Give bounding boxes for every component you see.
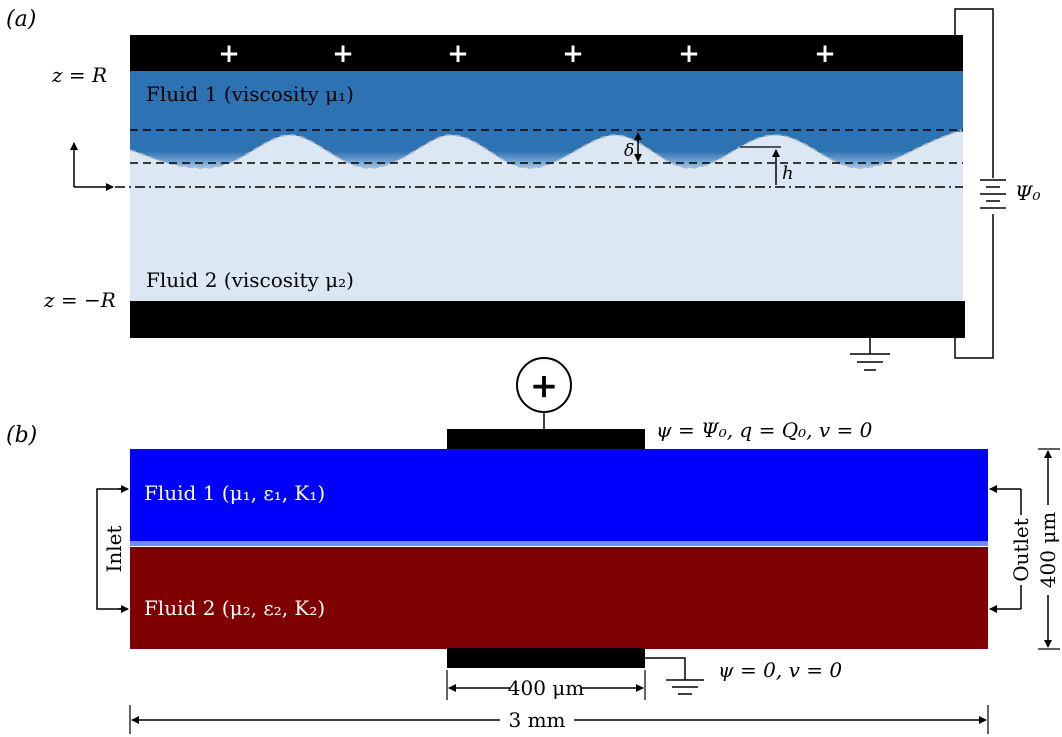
height-label-bg xyxy=(1036,505,1062,595)
plus-sign: + xyxy=(332,39,354,69)
interface-line xyxy=(129,129,964,169)
circuit-wire-bottom xyxy=(954,214,994,359)
plus-sign: + xyxy=(814,39,836,69)
top-boundary-condition: ψ = Ψ₀, q = Q₀, v = 0 xyxy=(656,418,873,442)
interface-b xyxy=(130,541,988,546)
delta-label: δ xyxy=(624,141,634,161)
source-plus-sign: + xyxy=(530,366,559,406)
circuit-a xyxy=(850,8,1006,371)
fluid1-label-b: Fluid 1 (μ₁, ε₁, K₁) xyxy=(144,481,325,505)
top-electrode-a xyxy=(130,35,963,71)
fluid2-label-b: Fluid 2 (μ₂, ε₂, K₂) xyxy=(144,596,325,620)
z-bottom-label: z = −R xyxy=(43,288,116,312)
fluid1-region-a xyxy=(130,70,963,132)
fluid2-label-a: Fluid 2 (viscosity μ₂) xyxy=(146,268,354,292)
bottom-boundary-condition: ψ = 0, v = 0 xyxy=(718,658,842,682)
panel-b-tag: (b) xyxy=(6,423,37,448)
circuit-wire-top xyxy=(954,8,994,178)
ground-b xyxy=(645,657,704,695)
z-top-label: z = R xyxy=(51,63,107,87)
plus-signs: + + + + + + xyxy=(218,39,836,69)
panel-a-tag: (a) xyxy=(6,7,36,32)
bottom-electrode-b xyxy=(447,648,645,668)
inlet-bracket xyxy=(96,488,127,610)
fluid1-label-a: Fluid 1 (viscosity μ₁) xyxy=(146,82,354,106)
outlet-label-bg xyxy=(1008,515,1034,585)
plus-sign: + xyxy=(218,39,240,69)
top-electrode-b xyxy=(447,429,645,449)
h-label: h xyxy=(782,163,794,184)
fluid2-region-b xyxy=(130,547,988,649)
plus-sign: + xyxy=(678,39,700,69)
plus-sign: + xyxy=(562,39,584,69)
bottom-electrode-a xyxy=(130,301,965,338)
interface-wave xyxy=(130,130,963,168)
inlet-label: Inlet xyxy=(102,525,126,572)
outlet-label: Outlet xyxy=(1009,518,1033,582)
fluid1-region-b xyxy=(130,449,988,545)
height-label: 400 μm xyxy=(1036,512,1060,589)
inlet-label-bg xyxy=(100,523,126,575)
battery-label: Ψ₀ xyxy=(1015,181,1041,205)
electrode-width-label: 400 μm xyxy=(508,676,585,700)
ground-wire-b xyxy=(645,657,686,680)
inlet-line xyxy=(96,488,127,610)
plus-sign: + xyxy=(447,39,469,69)
length-label: 3 mm xyxy=(508,708,565,732)
